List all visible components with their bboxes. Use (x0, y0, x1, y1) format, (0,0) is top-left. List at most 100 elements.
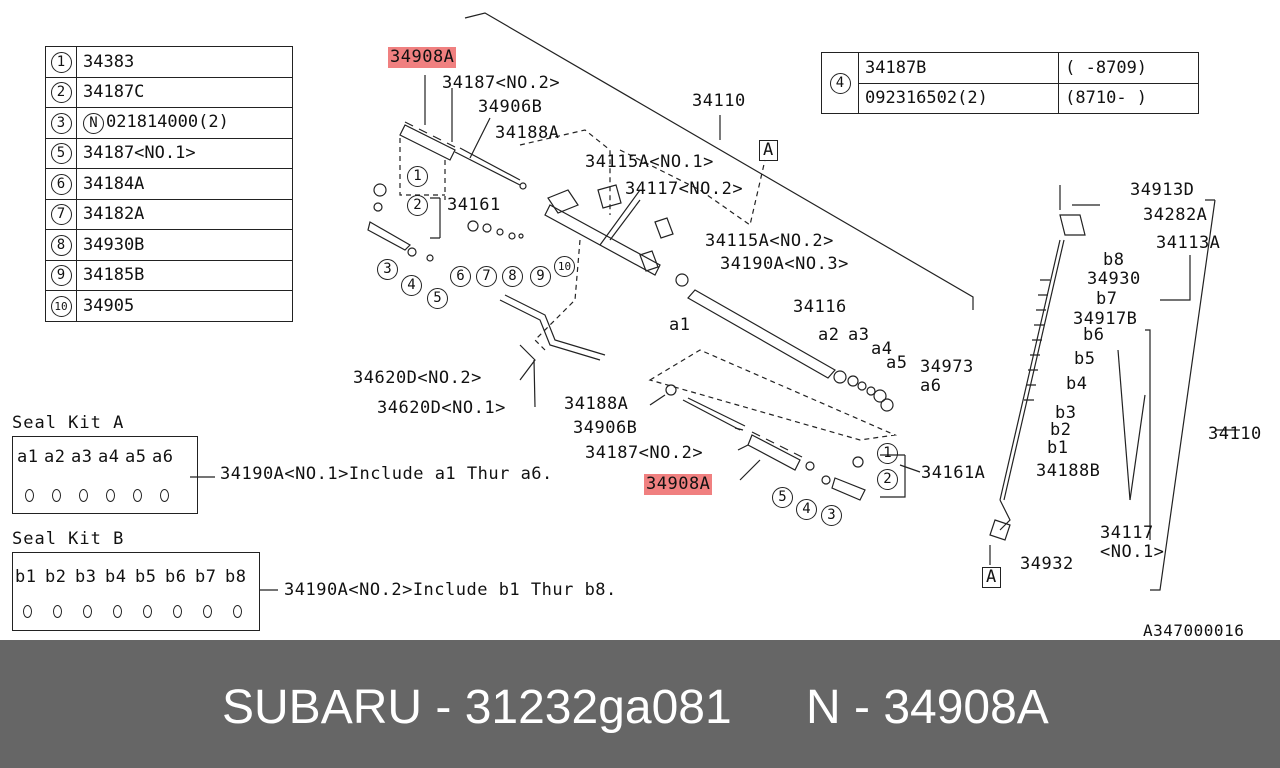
parts-row: 1 34383 (45, 46, 293, 78)
row-callout: 1 (50, 51, 72, 73)
part-number[interactable]: 021814000(2) (106, 111, 229, 132)
ref-box-A-top: A (759, 140, 778, 161)
label-34913D: 34913D (1130, 180, 1195, 200)
seal-ring-icon (160, 489, 169, 502)
row-callout: 6 (50, 173, 72, 195)
seal-kit-item-label: b8 (225, 567, 247, 587)
seal-kit-item-label: a4 (98, 447, 120, 467)
label-34188A-mid: 34188A (564, 394, 629, 414)
callout-1-right: 1 (877, 443, 898, 464)
label-34932: 34932 (1020, 554, 1074, 574)
seal-kit-item-label: a2 (44, 447, 66, 467)
label-34187-no2-mid: 34187<NO.2> (585, 443, 704, 463)
part-number[interactable]: 34182A (83, 204, 145, 225)
label-34110-top: 34110 (692, 91, 746, 111)
label-34187-no2-top: 34187<NO.2> (442, 73, 561, 93)
label-34620D-no1: 34620D<NO.1> (377, 398, 506, 418)
row-callout: 8 (50, 234, 72, 256)
seal-kit-item-label: a3 (71, 447, 93, 467)
label-34117: 34117 (1100, 523, 1154, 543)
seal-kit-item-label: b6 (165, 567, 187, 587)
callout-3-left: 3 (377, 259, 398, 280)
label-34113A: 34113A (1156, 233, 1221, 253)
label-b6: b6 (1083, 325, 1105, 345)
seal-kit-item-label: a5 (125, 447, 147, 467)
seal-ring-icon (25, 489, 34, 502)
footer-banner: SUBARU - 31232ga081 N - 34908A (0, 640, 1280, 768)
part-number[interactable]: 34187<NO.1> (83, 143, 196, 164)
seal-kit-b-note: 34190A<NO.2>Include b1 Thur b8. (284, 580, 617, 600)
callout-4-right: 4 (796, 499, 817, 520)
seal-ring-icon (133, 489, 142, 502)
label-34906B-mid: 34906B (573, 418, 638, 438)
label-b3: b3 (1055, 403, 1077, 423)
label-34115A-no1: 34115A<NO.1> (585, 152, 714, 172)
exploded-diagram-drawing (190, 12, 1240, 591)
label-34115A-no2: 34115A<NO.2> (705, 231, 834, 251)
parts-row: 8 34930B (45, 229, 293, 261)
callout-4-left: 4 (401, 275, 422, 296)
label-a3: a3 (848, 325, 870, 345)
row-callout: 5 (50, 143, 72, 165)
label-a2: a2 (818, 325, 840, 345)
parts-row: 6 34184A (45, 168, 293, 200)
callout-1-left: 1 (407, 166, 428, 187)
seal-kit-item-label: b4 (105, 567, 127, 587)
ref-box-A-bottom: A (982, 567, 1001, 588)
label-34908A-bottom[interactable]: 34908A (644, 474, 713, 495)
alt-parts-table: 4 34187B ( -8709) 092316502(2) (8710- ) (821, 52, 1199, 114)
alt-range-2: (8710- ) (1058, 82, 1199, 114)
seal-kit-a-note: 34190A<NO.1>Include a1 Thur a6. (220, 464, 553, 484)
label-34973: 34973 (920, 357, 974, 377)
callout-6: 6 (450, 266, 471, 287)
footer-brand-part: SUBARU - 31232ga081 (222, 681, 732, 734)
row-callout: 10 (50, 295, 72, 317)
part-number[interactable]: 34187C (83, 82, 145, 103)
seal-kit-item-label: b3 (75, 567, 97, 587)
label-34930: 34930 (1087, 269, 1141, 289)
seal-ring-icon (53, 605, 62, 618)
label-34908A-top[interactable]: 34908A (388, 47, 457, 68)
callout-5-right: 5 (772, 487, 793, 508)
seal-kit-item-label: b2 (45, 567, 67, 587)
seal-kit-b-title: Seal Kit B (12, 529, 125, 549)
seal-kit-item-label: a6 (152, 447, 174, 467)
label-b4: b4 (1066, 374, 1088, 394)
seal-ring-icon (106, 489, 115, 502)
label-34190A-no3: 34190A<NO.3> (720, 254, 849, 274)
label-34282A: 34282A (1143, 205, 1208, 225)
label-34906B-top: 34906B (478, 97, 543, 117)
label-b8: b8 (1103, 250, 1125, 270)
part-number[interactable]: 34184A (83, 173, 145, 194)
seal-ring-icon (83, 605, 92, 618)
label-34110-right: 34110 (1208, 424, 1262, 444)
callout-2-left: 2 (407, 195, 428, 216)
seal-ring-icon (52, 489, 61, 502)
label-a6: a6 (920, 376, 942, 396)
part-number[interactable]: 34185B (83, 265, 145, 286)
parts-row: 9 34185B (45, 259, 293, 291)
label-34620D-no2: 34620D<NO.2> (353, 368, 482, 388)
part-number[interactable]: 34905 (83, 295, 135, 316)
seal-ring-icon (173, 605, 182, 618)
parts-row: 10 34905 (45, 290, 293, 322)
parts-row: 5 34187<NO.1> (45, 137, 293, 169)
seal-kit-item-label: b1 (15, 567, 37, 587)
seal-ring-icon (23, 605, 32, 618)
label-34117-no2: 34117<NO.2> (625, 179, 744, 199)
seal-kit-item-label: b7 (195, 567, 217, 587)
row-callout: 9 (50, 265, 72, 287)
label-a5: a5 (886, 353, 908, 373)
callout-2-right: 2 (877, 469, 898, 490)
part-number[interactable]: 34383 (83, 51, 135, 72)
part-number[interactable]: 34930B (83, 234, 145, 255)
label-34161: 34161 (447, 195, 501, 215)
label-34161A: 34161A (921, 463, 986, 483)
row-callout: 3 (50, 112, 72, 134)
new-part-mark: N (83, 112, 104, 134)
label-b5: b5 (1074, 349, 1096, 369)
alt-part-2: 092316502(2) (857, 82, 1060, 114)
callout-3-right: 3 (821, 505, 842, 526)
